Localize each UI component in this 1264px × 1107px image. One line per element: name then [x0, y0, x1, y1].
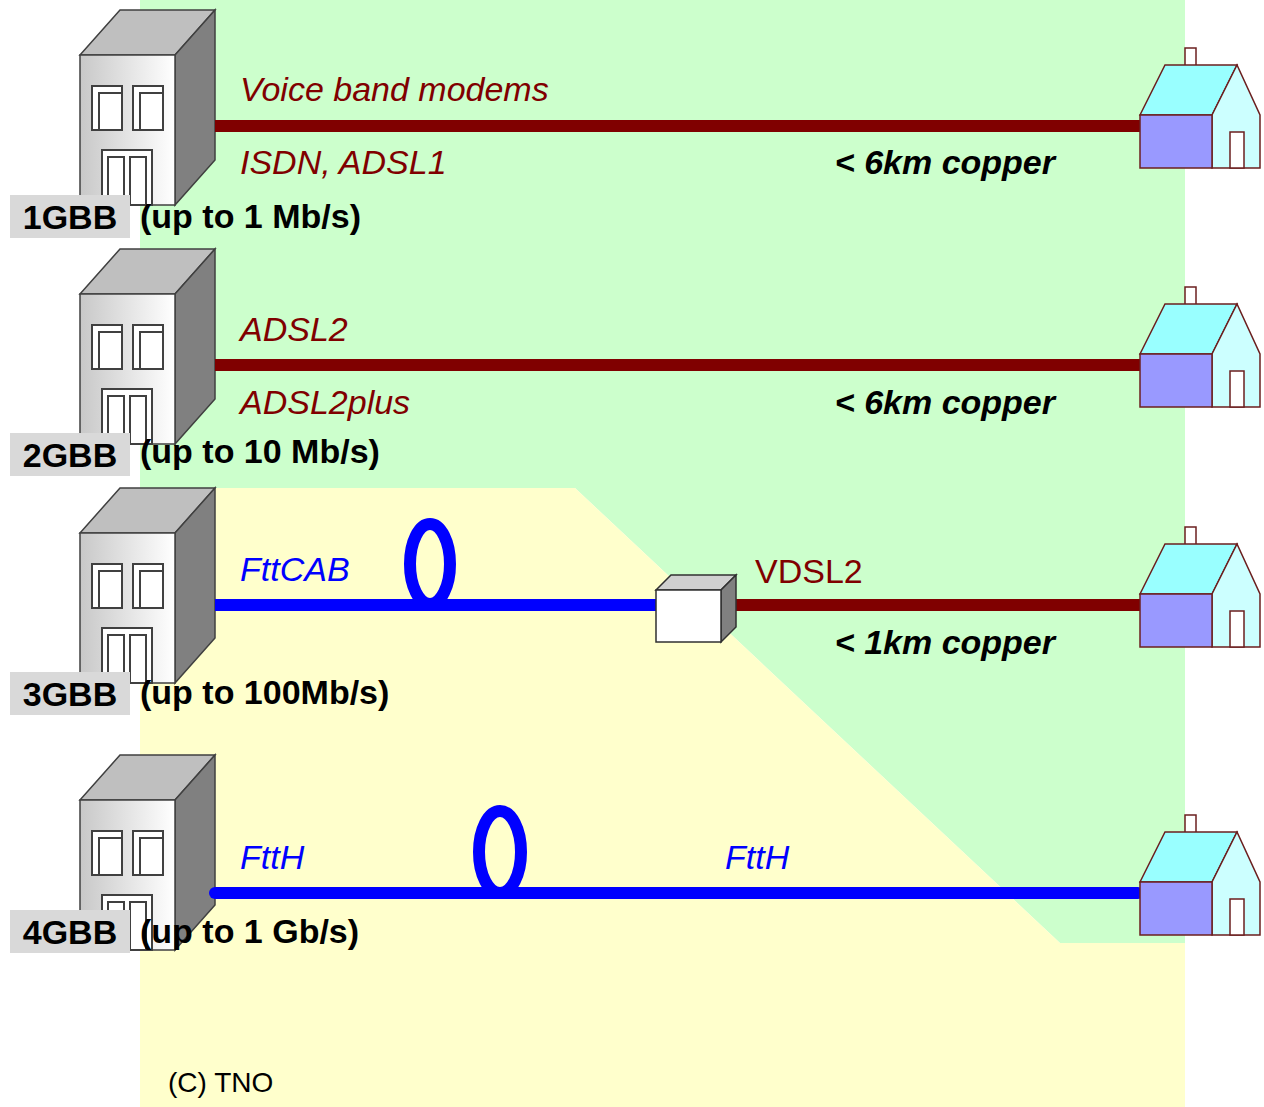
technology-label: VDSL2 [755, 552, 863, 591]
label-text: FttH [240, 838, 304, 876]
cabinet-side [721, 575, 736, 642]
copper-line [215, 359, 1145, 371]
copyright-note: (C) TNO [168, 1067, 273, 1099]
technology-label: FttH [725, 838, 789, 877]
label-text: Voice band modems [240, 70, 549, 108]
generation-text: 1GBB [23, 200, 117, 234]
exchange-building [80, 249, 215, 444]
label-text: (C) TNO [168, 1067, 273, 1098]
speed-label: (up to 100Mb/s) [140, 673, 389, 712]
technology-label: FttCAB [240, 550, 350, 589]
fibre-loop [479, 811, 521, 893]
speed-label: (up to 10 Mb/s) [140, 432, 380, 471]
copper-line [733, 599, 1145, 611]
exchange-building [80, 10, 215, 205]
house [1140, 527, 1260, 647]
copper-line [215, 120, 1145, 132]
house [1140, 287, 1260, 407]
fibre-loop [410, 524, 450, 604]
technology-label: ADSL2plus [240, 383, 410, 422]
house [1140, 48, 1260, 168]
generation-box: 2GBB [10, 433, 130, 476]
generation-box: 4GBB [10, 910, 130, 953]
label-text: ISDN, ADSL1 [240, 143, 447, 181]
technology-label: FttH [240, 838, 304, 877]
generation-text: 3GBB [23, 677, 117, 711]
label-text: < 6km copper [835, 143, 1055, 181]
label-text: FttCAB [240, 550, 350, 588]
label-text: VDSL2 [755, 552, 863, 590]
label-text: < 1km copper [835, 623, 1055, 661]
distance-label: < 6km copper [835, 383, 1055, 422]
label-text: (up to 1 Mb/s) [140, 197, 361, 235]
generation-box: 1GBB [10, 195, 130, 238]
label-text: (up to 1 Gb/s) [140, 912, 359, 950]
label-text: ADSL2plus [240, 383, 410, 421]
fibre-region [140, 488, 1185, 1107]
speed-label: (up to 1 Mb/s) [140, 197, 361, 236]
distance-label: < 6km copper [835, 143, 1055, 182]
cabinet-front [656, 590, 721, 642]
street-cabinet [656, 575, 736, 642]
exchange-building [80, 488, 215, 683]
generation-text: 2GBB [23, 438, 117, 472]
label-text: < 6km copper [835, 383, 1055, 421]
generation-box: 3GBB [10, 672, 130, 715]
generation-text: 4GBB [23, 915, 117, 949]
label-text: FttH [725, 838, 789, 876]
label-text: ADSL2 [240, 310, 348, 348]
technology-label: Voice band modems [240, 70, 549, 109]
house [1140, 815, 1260, 935]
speed-label: (up to 1 Gb/s) [140, 912, 359, 951]
distance-label: < 1km copper [835, 623, 1055, 662]
technology-label: ISDN, ADSL1 [240, 143, 447, 182]
fibre-line [215, 887, 1138, 899]
label-text: (up to 100Mb/s) [140, 673, 389, 711]
technology-label: ADSL2 [240, 310, 348, 349]
label-text: (up to 10 Mb/s) [140, 432, 380, 470]
